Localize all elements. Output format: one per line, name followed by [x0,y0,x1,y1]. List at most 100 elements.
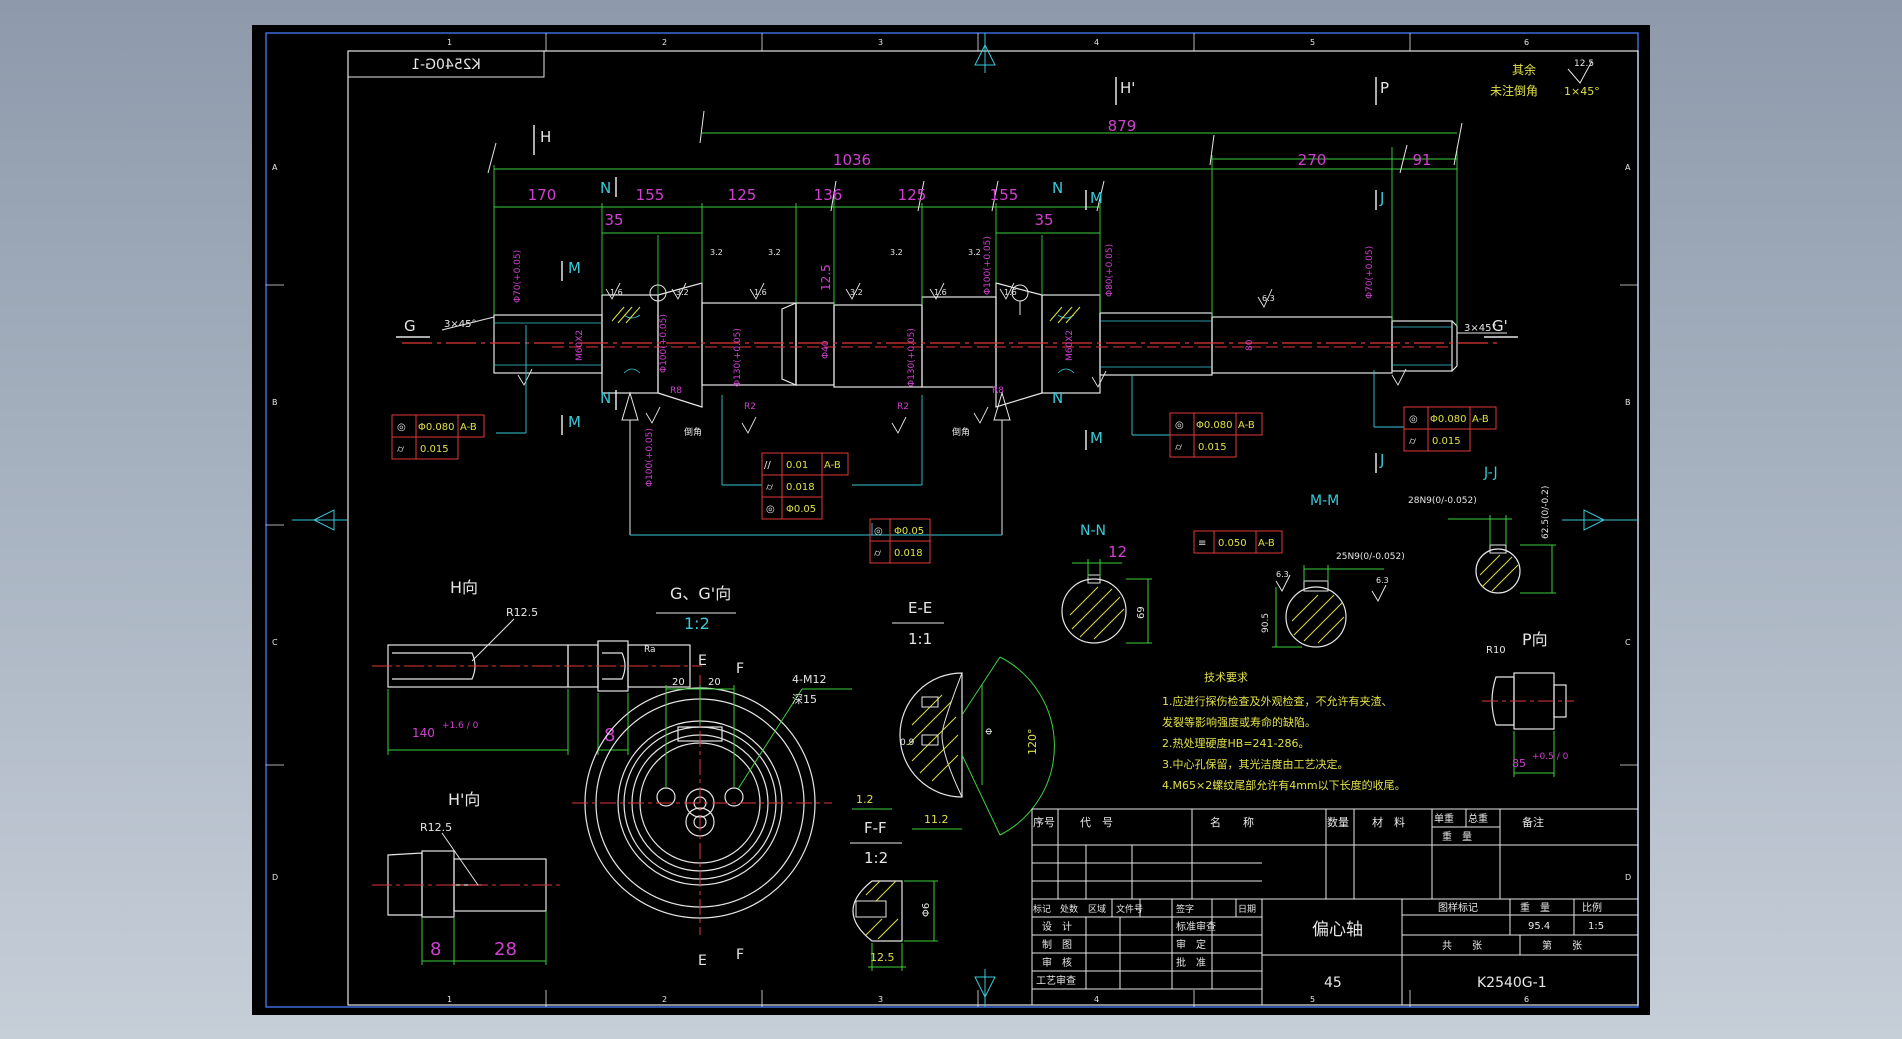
nn-keyway [1087,574,1101,584]
notes-line: 2.热处理硬度HB=241-286。 [1162,736,1310,750]
tol-cell [889,540,931,564]
mm-d1: 6.3 [1276,570,1289,579]
mm-d3: 90.5 [1261,613,1271,633]
dimension-texts: 879 1036 270 91 170 155 125 136 125 155 … [528,117,1432,229]
dim-35b: 35 [1034,211,1053,229]
tol-value: 0.018 [786,482,815,493]
dim-155b: 155 [990,186,1019,204]
note-roughness: 12.5 [1574,59,1594,69]
dia-ecc-b: Φ130(+0.05) [907,328,917,387]
tb-xuhao: 序号 [1033,815,1055,829]
note-qiyu: 其余 [1512,62,1536,77]
frame-number: 2 [662,995,667,1004]
keyway-hatch [611,306,1081,324]
dim-35a: 35 [604,211,623,229]
tb-zl: 重 量 [1520,901,1550,914]
tb-pizhun: 批 准 [1176,956,1206,969]
hp-view-title: H'向 [448,790,480,809]
ff-hole [855,900,887,918]
tol-value: 0.050 [1218,538,1247,549]
frame-number: 1 [447,995,452,1004]
extension-lines [493,132,1458,326]
tolerance-frames: ◎ Φ0.080 A-B ⌭ 0.015 // 0.01 A-B ⌭ 0.018… [391,406,1497,564]
title-block: 序号 代 号 名 称 数量 材 料 单重 总重 重 量 备注 标记 处数 区域 … [1031,808,1639,1006]
p-view-title: P向 [1522,630,1548,649]
mm-title: M-M [1310,493,1339,509]
tb-shending: 审 定 [1176,938,1206,951]
tol-cell [821,452,849,476]
h-view-dim1: 140 [412,726,435,740]
p-view-dims [1513,731,1555,777]
p-view-tol: +0.5 / 0 [1532,752,1569,762]
tb-mat: 材 料 [1372,815,1405,829]
tol-symbol: ⌭ [1409,436,1417,447]
tolerance-leaders [496,325,1404,536]
code-box-text: K2540G-1 [411,57,481,73]
r2a: R2 [744,402,756,412]
mark-j: J [1379,451,1384,469]
tb-shenhe: 审 核 [1042,956,1072,969]
ee-view: E-E 1:1 0.9 Φ 120° 1.2 11.2 [852,599,1055,836]
dia-cone1: Φ100(+0.05) [659,314,669,373]
tb-weight: 重 量 [1442,830,1472,843]
tb-drawing-no: K2540G-1 [1477,975,1547,991]
tol-cell [415,436,459,460]
chamfer-texts: 3×45° 3×45° [444,319,1496,334]
mark-h: H [540,128,551,146]
dim-91: 91 [1412,151,1431,169]
h-view: H向 R12.5 Ra 140 +1.6 / 0 8 [372,578,702,755]
dim-80: 80 [1245,339,1255,351]
tol-cell [1255,530,1283,554]
frame-number: 6 [1524,995,1529,1004]
chamfer-leader [441,316,495,331]
ee-d3: 120° [1026,729,1039,756]
ra-label: 6.3 [1262,294,1275,303]
datum-markers [649,284,1029,315]
tol-cell [1235,412,1263,436]
g-view-e2: E [698,953,707,969]
hp-view: H'向 R12.5 8 28 [372,790,562,965]
r2b: R2 [897,402,909,412]
g-view-scale: 1:2 [684,614,710,633]
g-view-axes [572,675,832,935]
tol-value: 0.01 [786,460,808,471]
mark-m: M [1090,189,1103,207]
mark-m: M [568,259,581,277]
mark-n: N [1052,179,1063,197]
jj-d1: 62.5(0/-0.2) [1541,486,1551,539]
ra-label: 1.6 [934,288,947,297]
mark-m: M [568,413,581,431]
frame-number: 3 [878,995,883,1004]
tb-material: 45 [1324,975,1342,991]
tol-symbol: ⌭ [1175,442,1183,453]
tolerance-frame-bottom: ◎ Φ0.05 ⌭ 0.018 [869,518,931,564]
dia-40: Φ40 [821,340,831,359]
notes-line: 4.M65×2螺纹尾部允许有4mm以下长度的收尾。 [1162,778,1406,792]
tb-gong: 共 张 [1442,940,1482,952]
roughness-marks: 1.6 3.2 1.6 3.2 1.6 1.6 6.3 3.2 3.2 3.2 … [610,248,1275,303]
tol-value: 0.015 [1432,436,1461,447]
leader-ticks [487,110,1463,212]
g-view-title: G、G'向 [670,584,731,603]
frame-number: 5 [1310,38,1315,47]
tol-symbol: ◎ [1409,414,1418,425]
mark-n: N [600,179,611,197]
tol-value: Φ0.080 [418,422,455,433]
p-view-r: R10 [1486,645,1506,656]
ra-label: 3.2 [968,248,981,257]
title-block-text: 序号 代 号 名 称 数量 材 料 单重 总重 重 量 备注 标记 处数 区域 … [1033,812,1604,991]
ra-label: 3.2 [676,288,689,297]
tol-value: Φ0.05 [894,526,924,537]
ra-label: 1.6 [610,288,623,297]
tol-symbol: ◎ [766,504,775,515]
ee-inner [941,672,963,798]
frame-letter: D [272,873,278,882]
frame-letter: C [1625,638,1631,647]
ee-hatch [907,694,959,782]
frame-numbers: 1 2 3 4 5 6 1 2 3 4 5 6 A B C D A B C D [272,38,1631,1004]
roughness-symbols [517,282,1407,434]
tb-part-name: 偏心轴 [1312,920,1363,940]
tol-symbol: ◎ [874,526,883,537]
ff-view: F-F 1:2 12.5 Φ6 [850,819,938,971]
nn-dims [1072,559,1152,644]
